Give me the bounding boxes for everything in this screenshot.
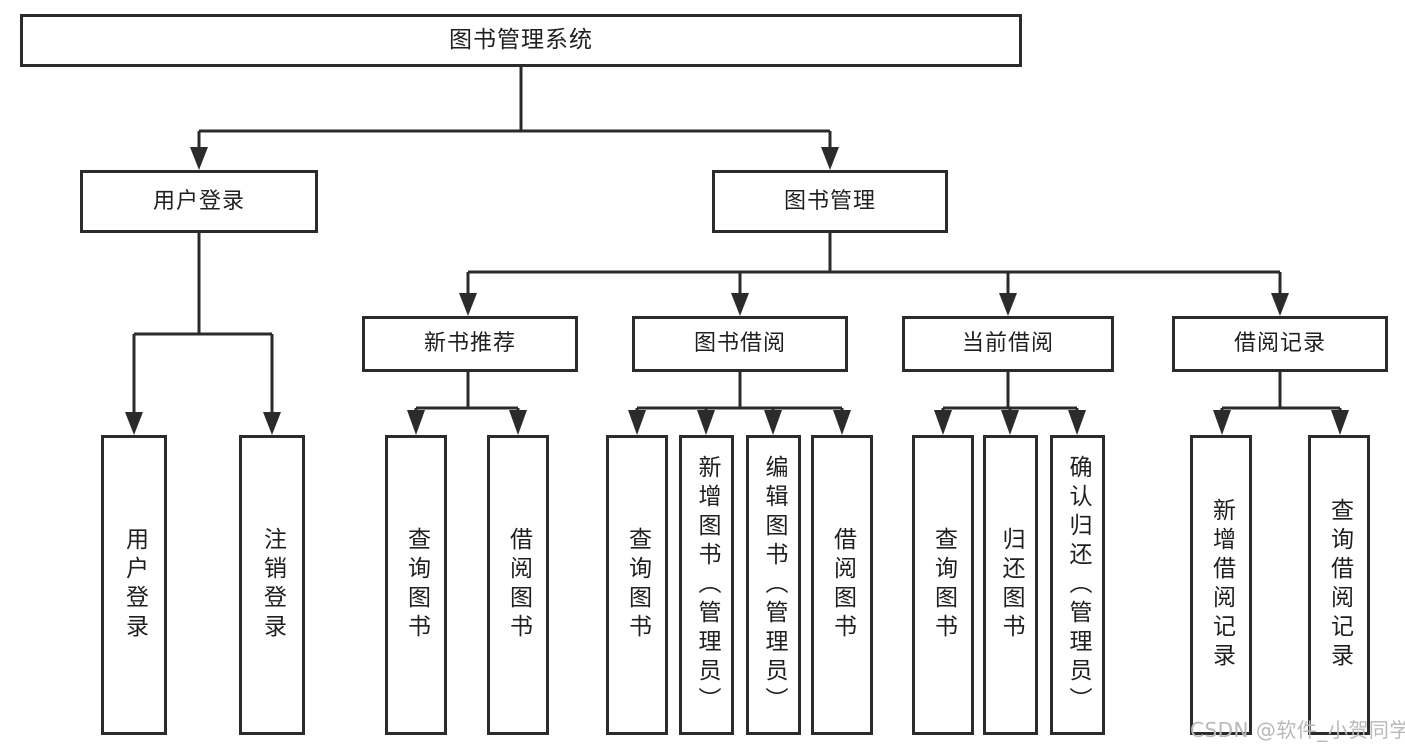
arrow-leaf-query-borrow-record: [1331, 410, 1349, 435]
arrow-root-to-user-login: [190, 147, 208, 170]
arrow-leaf-borrow-book-2: [833, 410, 851, 435]
node-leaf-add-borrow-record[interactable]: 新增借阅记录: [1190, 435, 1252, 735]
arrow-leaf-confirm-return-admin: [1068, 410, 1086, 435]
node-book-management[interactable]: 图书管理: [712, 170, 948, 233]
node-current-borrow-label: 当前借阅: [961, 331, 1054, 357]
arrow-leaf-edit-book-admin: [764, 410, 782, 435]
node-book-management-label: 图书管理: [783, 188, 876, 214]
arrow-borrow-record: [1271, 293, 1289, 316]
node-leaf-add-book-admin[interactable]: 新增图书（管理员）: [679, 435, 734, 735]
node-leaf-logout-login-label: 注销登录: [259, 527, 286, 643]
node-book-borrow-label: 图书借阅: [693, 331, 786, 357]
arrow-leaf-add-book-admin: [697, 410, 715, 435]
node-leaf-logout-login[interactable]: 注销登录: [239, 435, 305, 735]
node-leaf-confirm-return-admin[interactable]: 确认归还（管理员）: [1050, 435, 1105, 735]
arrow-leaf-query-book-3: [934, 410, 952, 435]
arrow-new-book-recommend: [459, 293, 477, 316]
node-new-book-recommend[interactable]: 新书推荐: [362, 316, 578, 372]
node-leaf-query-borrow-record-label: 查询借阅记录: [1326, 498, 1353, 672]
node-borrow-record[interactable]: 借阅记录: [1172, 316, 1388, 372]
arrow-leaf-return-book: [1001, 410, 1019, 435]
node-leaf-query-borrow-record[interactable]: 查询借阅记录: [1308, 435, 1370, 735]
node-leaf-borrow-book-2[interactable]: 借阅图书: [811, 435, 873, 735]
node-leaf-borrow-book-1[interactable]: 借阅图书: [487, 435, 549, 735]
arrow-leaf-borrow-book-1: [509, 410, 527, 435]
node-new-book-recommend-label: 新书推荐: [423, 331, 516, 357]
arrow-leaf-user-login: [125, 412, 143, 435]
node-leaf-query-book-2[interactable]: 查询图书: [606, 435, 668, 735]
node-book-borrow[interactable]: 图书借阅: [632, 316, 848, 372]
arrow-leaf-logout-login: [263, 412, 281, 435]
node-leaf-query-book-3-label: 查询图书: [930, 527, 957, 643]
node-leaf-return-book[interactable]: 归还图书: [983, 435, 1038, 735]
node-user-login-label: 用户登录: [152, 188, 245, 214]
node-leaf-add-book-admin-label: 新增图书（管理员）: [694, 454, 720, 716]
arrow-leaf-query-book-2: [628, 410, 646, 435]
node-leaf-user-login-label: 用户登录: [121, 527, 148, 643]
node-leaf-query-book-3[interactable]: 查询图书: [912, 435, 974, 735]
node-leaf-user-login[interactable]: 用户登录: [101, 435, 167, 735]
node-leaf-return-book-label: 归还图书: [998, 527, 1024, 643]
arrow-current-borrow: [999, 293, 1017, 316]
node-leaf-query-book-1-label: 查询图书: [403, 527, 430, 643]
arrow-book-borrow: [731, 293, 749, 316]
arrow-root-to-book-management: [821, 147, 839, 170]
node-borrow-record-label: 借阅记录: [1233, 331, 1326, 357]
node-leaf-borrow-book-2-label: 借阅图书: [829, 527, 856, 643]
node-user-login[interactable]: 用户登录: [80, 170, 318, 233]
node-leaf-confirm-return-admin-label: 确认归还（管理员）: [1065, 454, 1091, 716]
node-leaf-edit-book-admin[interactable]: 编辑图书（管理员）: [746, 435, 801, 735]
node-leaf-edit-book-admin-label: 编辑图书（管理员）: [761, 454, 787, 716]
node-current-borrow[interactable]: 当前借阅: [902, 316, 1114, 372]
csdn-watermark: CSDN @软件_小贺同学: [1190, 718, 1405, 742]
arrow-leaf-query-book-1: [407, 410, 425, 435]
node-leaf-query-book-2-label: 查询图书: [624, 527, 651, 643]
node-root[interactable]: 图书管理系统: [20, 14, 1022, 67]
node-leaf-add-borrow-record-label: 新增借阅记录: [1208, 498, 1235, 672]
node-leaf-borrow-book-1-label: 借阅图书: [505, 527, 532, 643]
arrow-leaf-add-borrow-record: [1213, 410, 1231, 435]
node-leaf-query-book-1[interactable]: 查询图书: [385, 435, 447, 735]
node-root-label: 图书管理系统: [449, 27, 593, 54]
